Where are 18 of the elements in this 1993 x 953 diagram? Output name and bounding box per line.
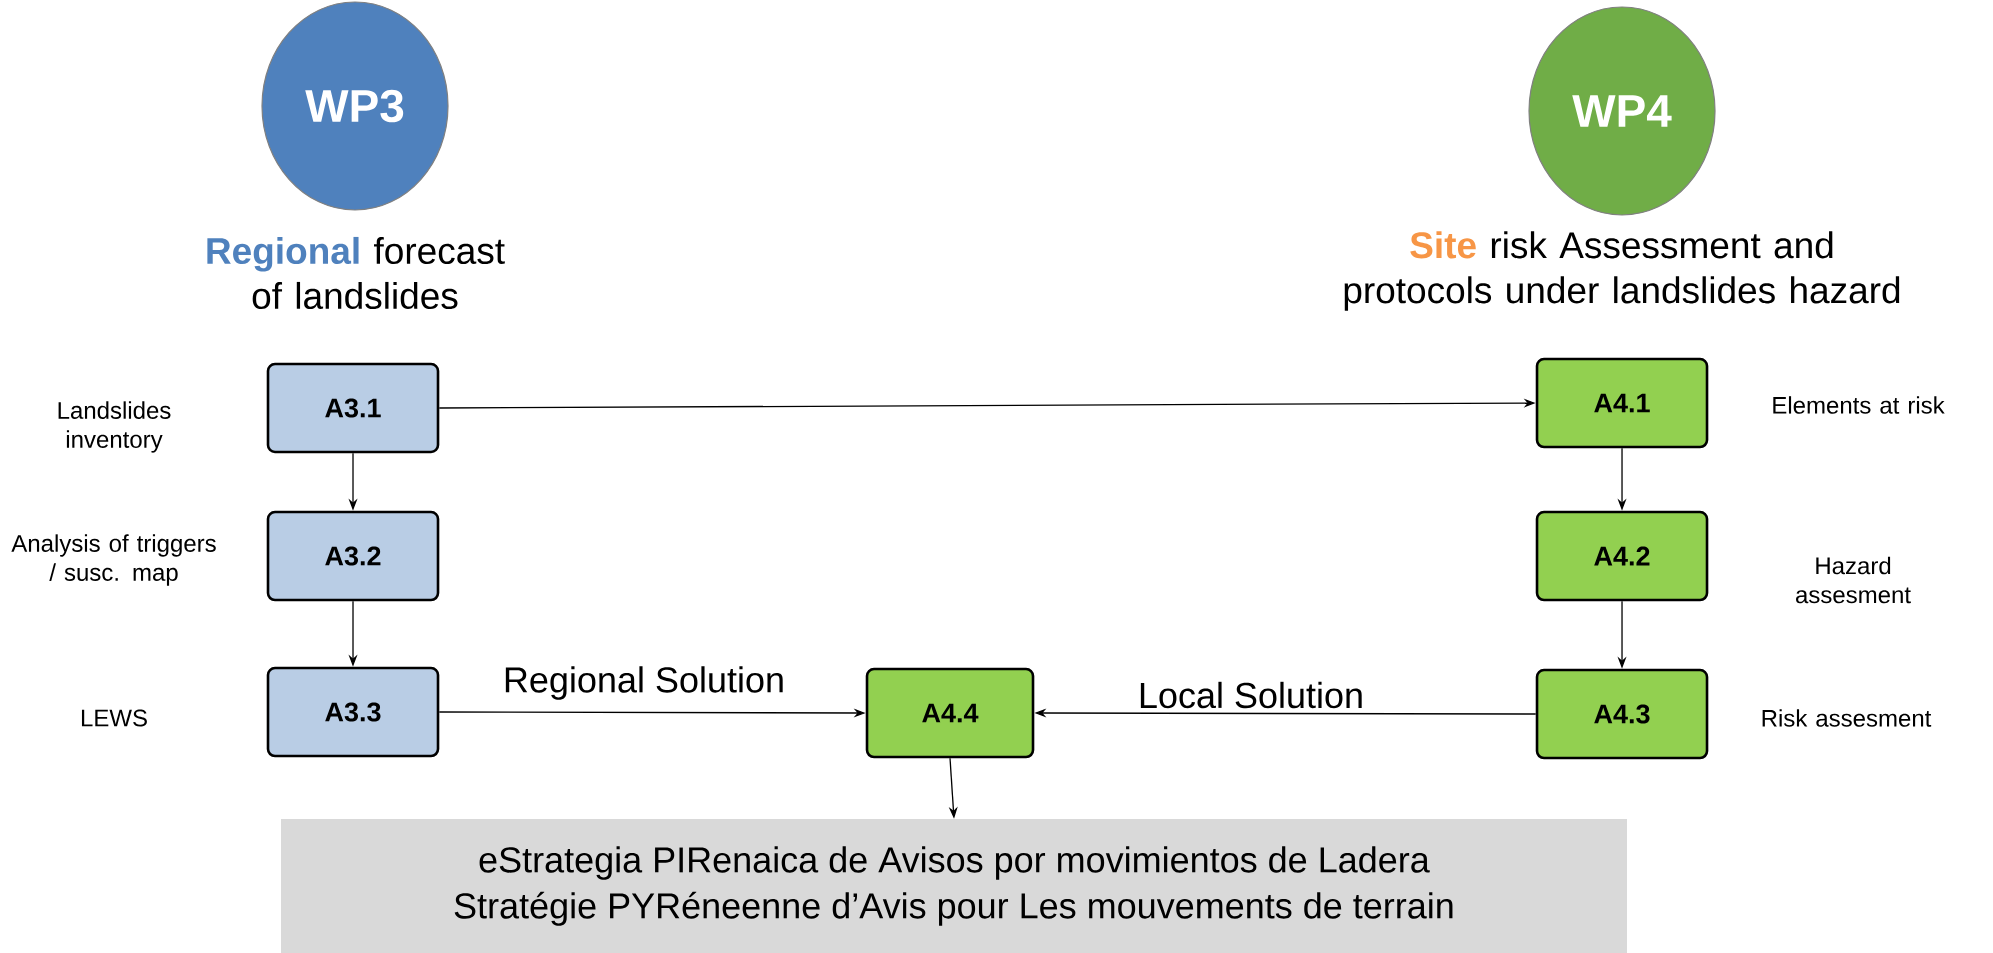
side-label: Analysis of triggers / susc. map	[11, 534, 216, 586]
process-box: A3.3	[266, 666, 440, 758]
side-label: Elements at risk	[1773, 396, 1945, 414]
side-label: Risk assesment	[1762, 709, 1932, 727]
edge-label: Regional Solution	[500, 664, 788, 702]
process-box: A4.2	[1535, 510, 1709, 602]
process-box: A4.1	[1535, 357, 1709, 449]
process-box: A3.1	[266, 362, 440, 454]
side-label: LEWS	[81, 709, 147, 727]
subtitle: Regional forecast of landslides	[207, 236, 505, 310]
process-box: A4.4	[865, 667, 1035, 759]
side-label: Landslides inventory	[58, 401, 171, 453]
edge-label: Local Solution	[1135, 679, 1367, 711]
process-box: A3.2	[266, 510, 440, 602]
subtitle: Site risk Assessment and protocols under landslides hazard	[1344, 231, 1900, 311]
side-label: Hazard assesment	[1796, 556, 1911, 604]
output-band: eStrategia PIRenaica de Avisos por movimientos de Ladera Stratégie PYRéneenne d’Avis pour Les mouvements de terrain	[281, 819, 1627, 953]
process-box: A4.3	[1535, 668, 1709, 760]
